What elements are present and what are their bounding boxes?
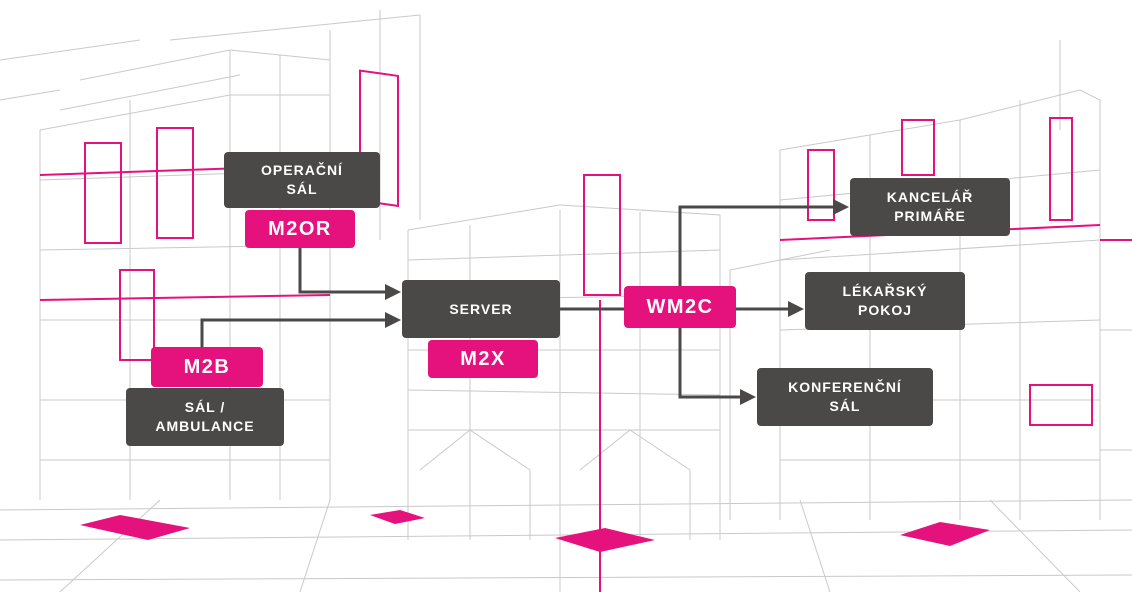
- arrow-m2b-to-server-head: [385, 312, 401, 328]
- accent-linework: [39, 69, 1132, 592]
- m2or-label: M2OR: [245, 210, 355, 248]
- arrow-wm2c-to-conference-room: [678, 328, 750, 399]
- m2b-label: M2B: [151, 347, 263, 387]
- arrow-wm2c-to-conference-room-head: [740, 389, 756, 405]
- building-linework: [0, 10, 1132, 592]
- server-box: SERVER: [402, 280, 560, 338]
- head-office-box: KANCELÁŘ PRIMÁŘE: [850, 178, 1010, 236]
- operating-room-box: OPERAČNÍ SÁL: [224, 152, 380, 208]
- arrow-m2or-to-server-head: [385, 284, 401, 300]
- wm2c-label: WM2C: [624, 286, 736, 328]
- conference-room-box: KONFERENČNÍ SÁL: [757, 368, 933, 426]
- doctors-room-box: LÉKAŘSKÝ POKOJ: [805, 272, 965, 330]
- arrow-m2or-to-server: [298, 248, 395, 294]
- arrow-wm2c-to-doctors-room-head: [788, 301, 804, 317]
- m2x-label: M2X: [428, 340, 538, 378]
- connection-arrows: [200, 199, 849, 405]
- arrow-wm2c-to-head-office-head: [833, 199, 849, 215]
- ambulance-box: SÁL / AMBULANCE: [126, 388, 284, 446]
- arrow-m2b-to-server: [200, 318, 395, 347]
- arrow-wm2c-to-head-office: [678, 205, 843, 286]
- floor-markers: [80, 510, 990, 552]
